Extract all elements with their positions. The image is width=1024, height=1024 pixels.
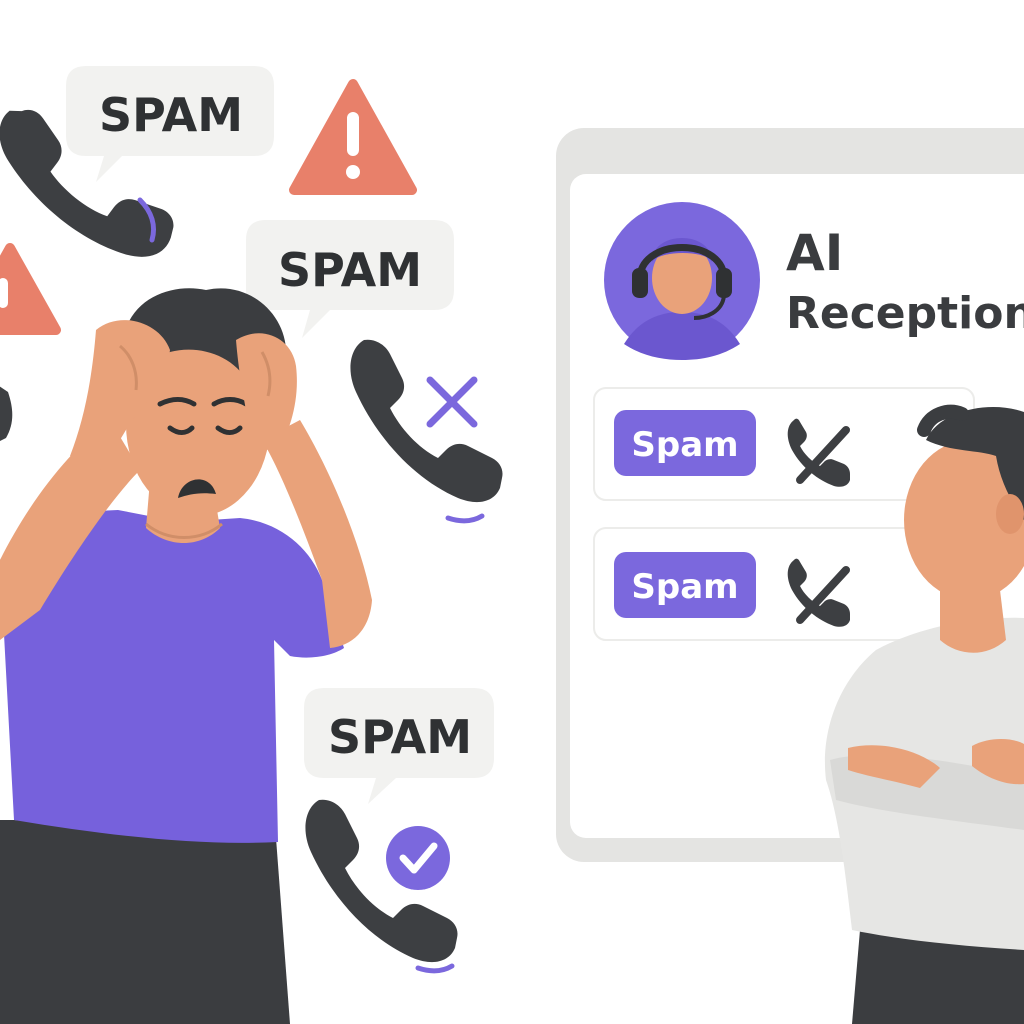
spam-bubble-label: SPAM: [278, 243, 422, 297]
call-log-row: Spam: [593, 387, 975, 501]
phone-icon: [350, 339, 503, 503]
warning-icon: [289, 79, 417, 195]
spam-tag-label: Spam: [631, 567, 738, 607]
call-log-row: Spam: [593, 527, 975, 641]
phone-icon: [305, 799, 458, 963]
phone-icon: [0, 386, 13, 441]
calm-person: [824, 404, 1024, 1024]
headset-icon: [632, 268, 648, 298]
phone-icon: [0, 109, 174, 257]
spam-bubble: SPAM: [304, 688, 494, 804]
spam-tag: [614, 552, 756, 618]
spam-tag: [614, 410, 756, 476]
panel-title-line1: AI: [786, 224, 843, 282]
spam-bubble-label: SPAM: [328, 710, 472, 764]
missed-call-x-icon: [426, 376, 478, 428]
panel-title-line2: Reception: [786, 288, 1024, 339]
warning-icon: [0, 243, 61, 335]
declined-call-icon: [787, 418, 850, 487]
declined-call-icon: [787, 558, 850, 627]
spam-bubble: SPAM: [246, 220, 454, 338]
check-badge-icon: [386, 826, 450, 890]
spam-tag-label: Spam: [631, 425, 738, 465]
stressed-person: [0, 288, 372, 1024]
spam-bubble-label: SPAM: [99, 88, 243, 142]
spam-bubble: SPAM: [66, 66, 274, 182]
ai-receptionist-avatar: [604, 202, 760, 360]
